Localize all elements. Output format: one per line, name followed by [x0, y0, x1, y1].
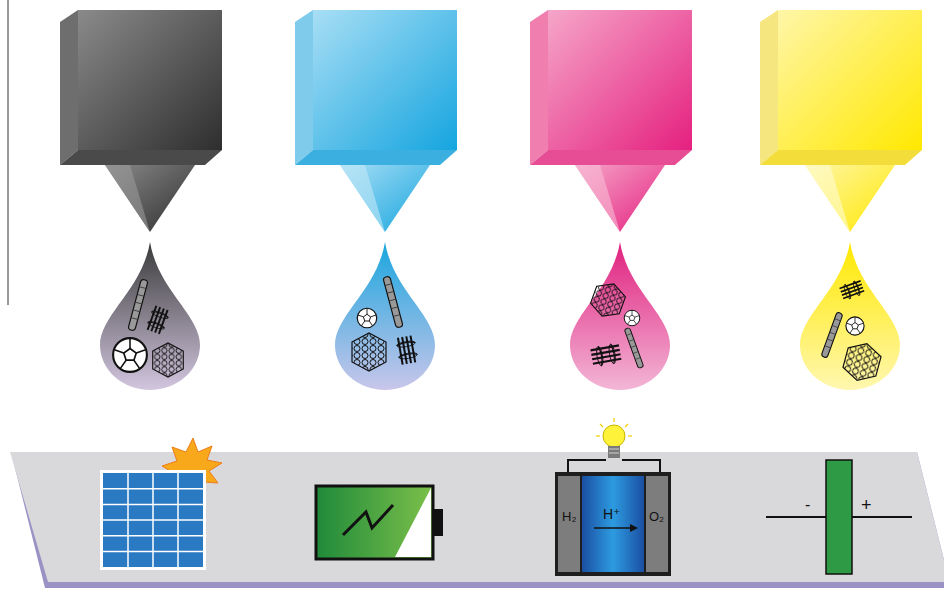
fuel-cell-icon	[555, 418, 671, 576]
ink-drop-cyan	[335, 242, 435, 390]
text-label: H₂	[562, 510, 576, 523]
solar-panel-icon	[100, 438, 222, 570]
substrate-platform	[10, 452, 944, 588]
ink-drop-yellow	[800, 242, 900, 390]
text-label: -	[805, 497, 810, 513]
print-head-black	[60, 10, 222, 232]
text-label: O₂	[649, 510, 664, 523]
print-head-cyan	[295, 10, 457, 232]
text-label: +	[861, 496, 872, 514]
ink-drop-magenta	[570, 242, 670, 390]
text-label: H⁺	[603, 507, 621, 521]
ink-drop-black	[100, 242, 200, 390]
print-head-magenta	[530, 10, 692, 232]
battery-icon	[316, 486, 443, 559]
capacitor-symbol	[766, 460, 912, 574]
print-head-yellow	[760, 10, 922, 232]
